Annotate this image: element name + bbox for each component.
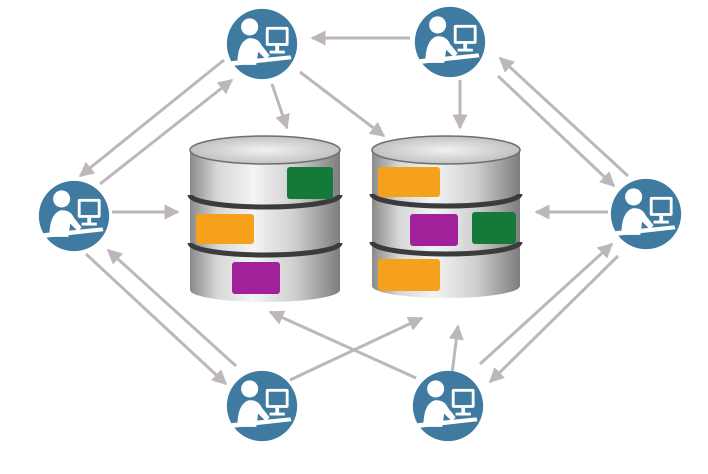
arrow-midright-to-bottomright [488, 254, 620, 384]
arrow-bottomleft-to-midleft [106, 248, 238, 368]
arrow-bottomright-to-dbleft [268, 310, 417, 380]
arrow-bottomright-to-dbright [448, 324, 464, 375]
database-right [369, 135, 523, 298]
user-at-computer-icon [38, 180, 110, 252]
user-at-computer-icon [226, 8, 298, 80]
database-left [187, 135, 343, 302]
arrow-topleft-to-midleft [78, 58, 225, 178]
arrow-topright-to-midright [496, 74, 616, 188]
arrow-bottomleft-to-dbright [289, 316, 424, 382]
data-block-purple [232, 262, 280, 294]
arrow-midleft-to-bottomleft [84, 252, 228, 386]
user-at-computer-icon [414, 6, 486, 78]
arrow-midright-to-topright [498, 56, 630, 178]
data-block-orange [378, 167, 440, 197]
user-node-top-right [414, 6, 486, 78]
user-node-mid-right [610, 178, 682, 250]
user-node-bottom-right [412, 370, 484, 442]
user-node-mid-left [38, 180, 110, 252]
user-node-bottom-left [226, 370, 298, 442]
user-node-top-left [226, 8, 298, 80]
arrow-topleft-to-dbleft [270, 83, 290, 130]
data-block-orange [196, 214, 254, 244]
data-block-orange [378, 259, 440, 291]
arrow-midleft-to-topleft [99, 78, 234, 186]
user-at-computer-icon [226, 370, 298, 442]
data-block-green [472, 212, 516, 244]
user-at-computer-icon [412, 370, 484, 442]
arrow-topleft-to-dbright [299, 70, 386, 138]
connection-arrows [78, 30, 630, 386]
user-at-computer-icon [610, 178, 682, 250]
data-block-green [287, 167, 333, 199]
arrow-bottomright-to-midright [478, 242, 614, 366]
data-block-purple [410, 214, 458, 246]
